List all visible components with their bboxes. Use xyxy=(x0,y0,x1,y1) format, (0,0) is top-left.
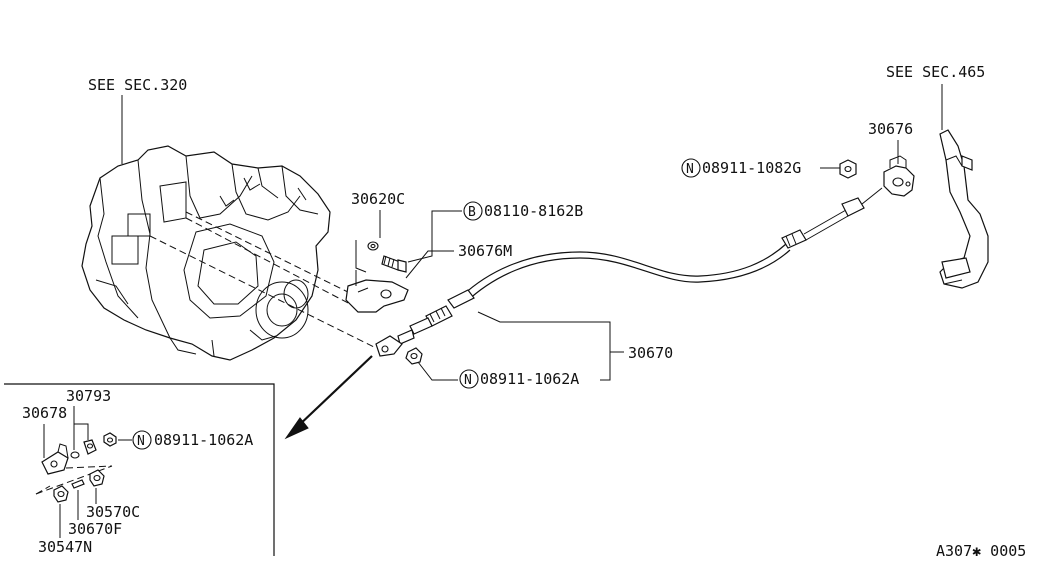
inset-detail-box: 30793 30678 N 08911-1062A 30570C 30670F … xyxy=(4,383,275,556)
inset-dashed-box xyxy=(35,485,51,495)
label-inset-30670f: 30670F xyxy=(68,520,122,538)
leader-inset-30793 xyxy=(73,406,89,450)
pin-30670f xyxy=(71,479,85,489)
code-n-letter-inset: N xyxy=(137,434,145,449)
code-b-circle: B xyxy=(463,201,483,221)
pedal-bracket-30676 xyxy=(883,155,915,197)
label-08110-8162b: 08110-8162B xyxy=(484,202,583,220)
label-see-sec-465: SEE SEC.465 xyxy=(886,63,985,81)
label-08911-1062a: 08911-1062A xyxy=(480,370,579,388)
detail-arrow xyxy=(284,355,373,440)
bushing-30547n xyxy=(53,485,69,503)
inset-dashed-upper xyxy=(65,465,113,469)
label-inset-30547n: 30547N xyxy=(38,538,92,556)
leader-08911-1062a xyxy=(417,361,458,381)
alignment-line-lower xyxy=(149,235,377,349)
lever-30678 xyxy=(41,443,69,475)
label-30676m: 30676M xyxy=(458,242,512,260)
label-30676: 30676 xyxy=(868,120,913,138)
label-08911-1082g: 08911-1082G xyxy=(702,159,801,177)
transmission-housing xyxy=(81,145,331,361)
label-inset-08911-1062a: 08911-1062A xyxy=(154,431,253,449)
nut-inset-08911-1062a xyxy=(103,432,117,447)
washer-30793 xyxy=(70,451,80,459)
label-see-sec-320: SEE SEC.320 xyxy=(88,76,187,94)
code-n-letter-1082g: N xyxy=(686,162,694,177)
label-30670: 30670 xyxy=(628,344,673,362)
label-inset-30678: 30678 xyxy=(22,404,67,422)
figure-id: A307✱ 0005 xyxy=(936,542,1026,560)
bracket-30676m xyxy=(345,240,409,313)
clutch-pedal xyxy=(939,129,989,289)
alignment-line-upper xyxy=(185,211,365,301)
nut-08911-1062a xyxy=(405,347,423,365)
leader-08110-8162b xyxy=(407,210,462,263)
bolt-08110-8162b xyxy=(381,255,407,273)
leader-30670 xyxy=(477,311,624,381)
leader-30676m xyxy=(405,250,454,279)
code-n-circle-1062a: N xyxy=(459,369,479,389)
nut-08911-1082g xyxy=(839,159,857,179)
collar-30570c xyxy=(89,469,105,487)
code-b-letter: B xyxy=(468,205,476,220)
code-n-circle-inset: N xyxy=(132,430,152,450)
label-inset-30793: 30793 xyxy=(66,387,111,405)
alignment-line-bracket xyxy=(185,217,351,305)
label-30620c: 30620C xyxy=(351,190,405,208)
washer-30620c xyxy=(367,241,379,251)
code-n-circle-1082g: N xyxy=(681,158,701,178)
bushing-inset xyxy=(83,439,97,455)
clutch-cable-30670 xyxy=(375,187,883,357)
label-inset-30570c: 30570C xyxy=(86,503,140,521)
code-n-letter-1062a: N xyxy=(464,373,472,388)
